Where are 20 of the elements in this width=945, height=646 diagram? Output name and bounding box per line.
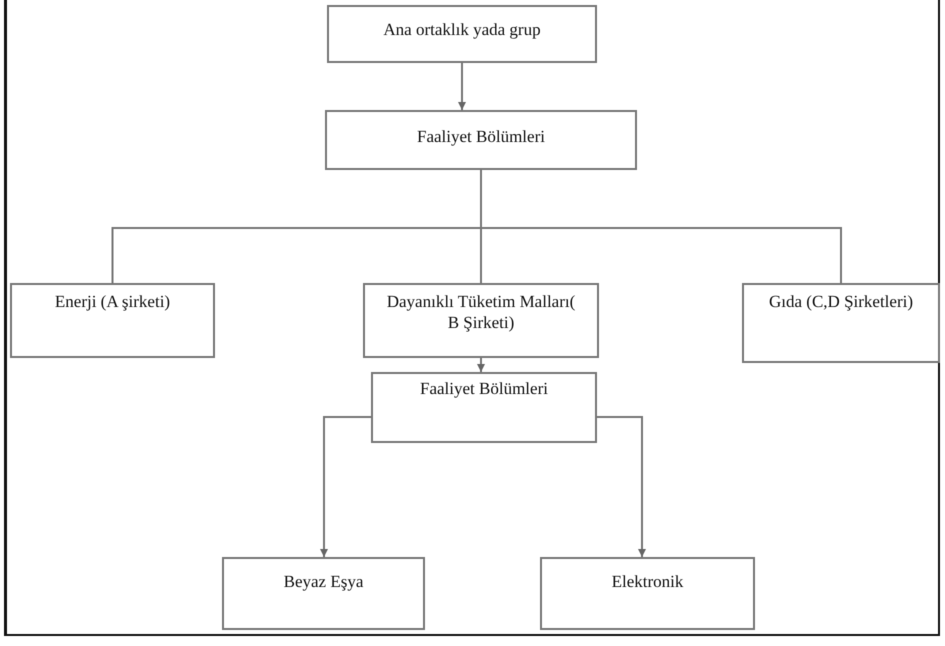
arrow: [597, 416, 646, 557]
box-label: Faaliyet Bölümleri: [417, 126, 545, 147]
arrow: [458, 63, 466, 110]
box-label: Faaliyet Bölümleri: [420, 378, 548, 399]
box-label: Beyaz Eşya: [284, 571, 364, 592]
org-box: [540, 557, 755, 630]
box-label: Enerji (A şirketi): [54, 291, 170, 312]
org-box: [327, 5, 597, 63]
arrow: [320, 416, 371, 557]
org-box: [222, 557, 425, 630]
org-box: [742, 283, 940, 363]
box-label: Ana ortaklık yada grup: [383, 19, 541, 40]
box-label: Gıda (C,D Şirketleri): [769, 291, 913, 312]
box-label: Dayanıklı Tüketim Malları( B Şirketi): [386, 291, 576, 333]
box-label: Elektronik: [612, 571, 684, 592]
arrow: [477, 358, 485, 372]
org-box: [371, 372, 597, 443]
org-box: [325, 110, 637, 170]
org-box: [363, 283, 599, 358]
org-box: [10, 283, 215, 358]
